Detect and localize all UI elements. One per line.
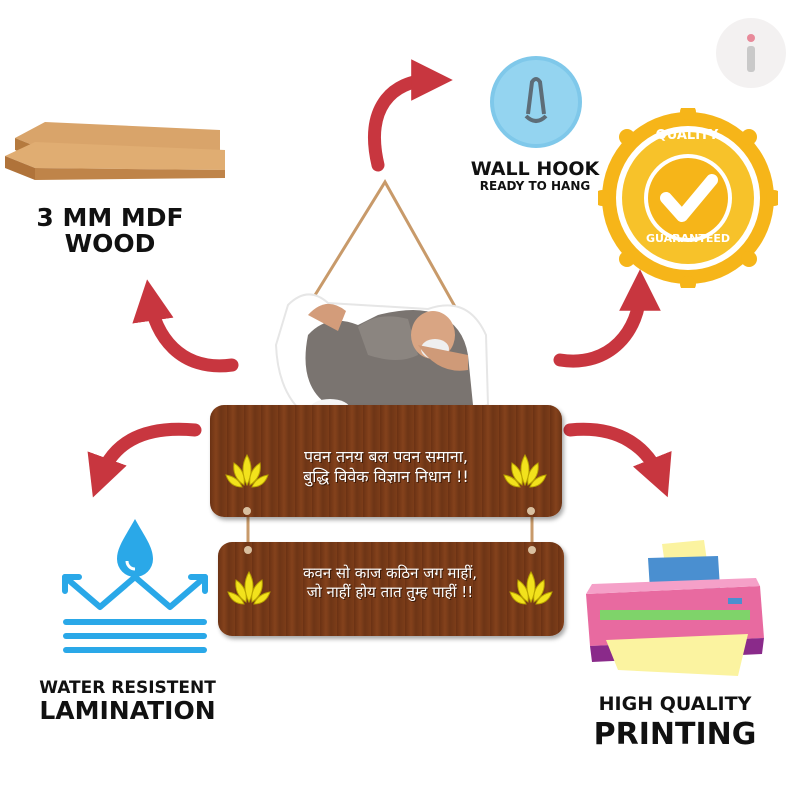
water-drop-icon — [62, 519, 208, 653]
lotus-icon — [509, 570, 553, 605]
lamination-label: WATER RESISTENT LAMINATION — [20, 678, 235, 725]
hook-title: WALL HOOK — [470, 158, 600, 180]
arrow-to-wood — [132, 279, 239, 373]
plank-1-line1: पवन तनय बल पवन समाना, — [304, 447, 468, 466]
plank-1-line2: बुद्धि विवेक विज्ञान निधान !! — [303, 467, 469, 486]
printer-icon — [586, 540, 764, 676]
wall-hook-icon — [490, 56, 582, 148]
plank-2-text: कवन सो काज कठिन जग माहीं, जो नाहीं होय त… — [272, 564, 508, 602]
lamination-line2: LAMINATION — [39, 695, 216, 725]
wood-label: 3 MM MDF WOOD — [10, 203, 210, 259]
hook-label: WALL HOOK READY TO HANG — [455, 158, 615, 193]
lotus-icon — [225, 453, 269, 488]
saint-reclining-photo — [274, 293, 490, 421]
plank-2-line1: कवन सो काज कठिन जग माहीं, — [302, 564, 478, 582]
wood-label-line1: 3 MM MDF — [36, 203, 184, 232]
lotus-icon — [503, 453, 547, 488]
plank-1-text: पवन तनय बल पवन समाना, बुद्धि विवेक विज्ञ… — [270, 447, 502, 487]
brand-logo-icon — [716, 18, 786, 88]
lotus-icon — [227, 570, 271, 605]
quality-badge-bottom-text: GUARANTEED — [646, 232, 730, 245]
arrow-to-lamination — [87, 422, 202, 498]
arrow-to-quality — [553, 269, 661, 368]
plank-2-line2: जो नाहीं होय तात तुम्ह पाहीं !! — [306, 582, 474, 601]
printing-label: HIGH QUALITY PRINTING — [575, 693, 775, 752]
lamination-line1: WATER RESISTENT — [39, 678, 216, 698]
quality-badge-top-text: QUALITY — [655, 128, 719, 143]
plank-2-hole-left — [244, 546, 252, 554]
plank-1-hole-right — [527, 507, 535, 515]
plank-2: कवन सो काज कठिन जग माहीं, जो नाहीं होय त… — [218, 542, 564, 636]
wood-label-line2: WOOD — [64, 229, 156, 259]
wood-planks-icon — [5, 122, 225, 180]
printing-line2: PRINTING — [593, 716, 757, 752]
hook-subtitle: READY TO HANG — [479, 178, 591, 193]
arrow-to-printing — [563, 422, 672, 498]
plank-1-hole-left — [243, 507, 251, 515]
checkmark-badge-icon — [598, 108, 778, 288]
printing-line1: HIGH QUALITY — [598, 693, 752, 715]
plank-1: पवन तनय बल पवन समाना, बुद्धि विवेक विज्ञ… — [210, 405, 562, 517]
plank-2-hole-right — [528, 546, 536, 554]
arrow-to-hook — [368, 59, 453, 172]
